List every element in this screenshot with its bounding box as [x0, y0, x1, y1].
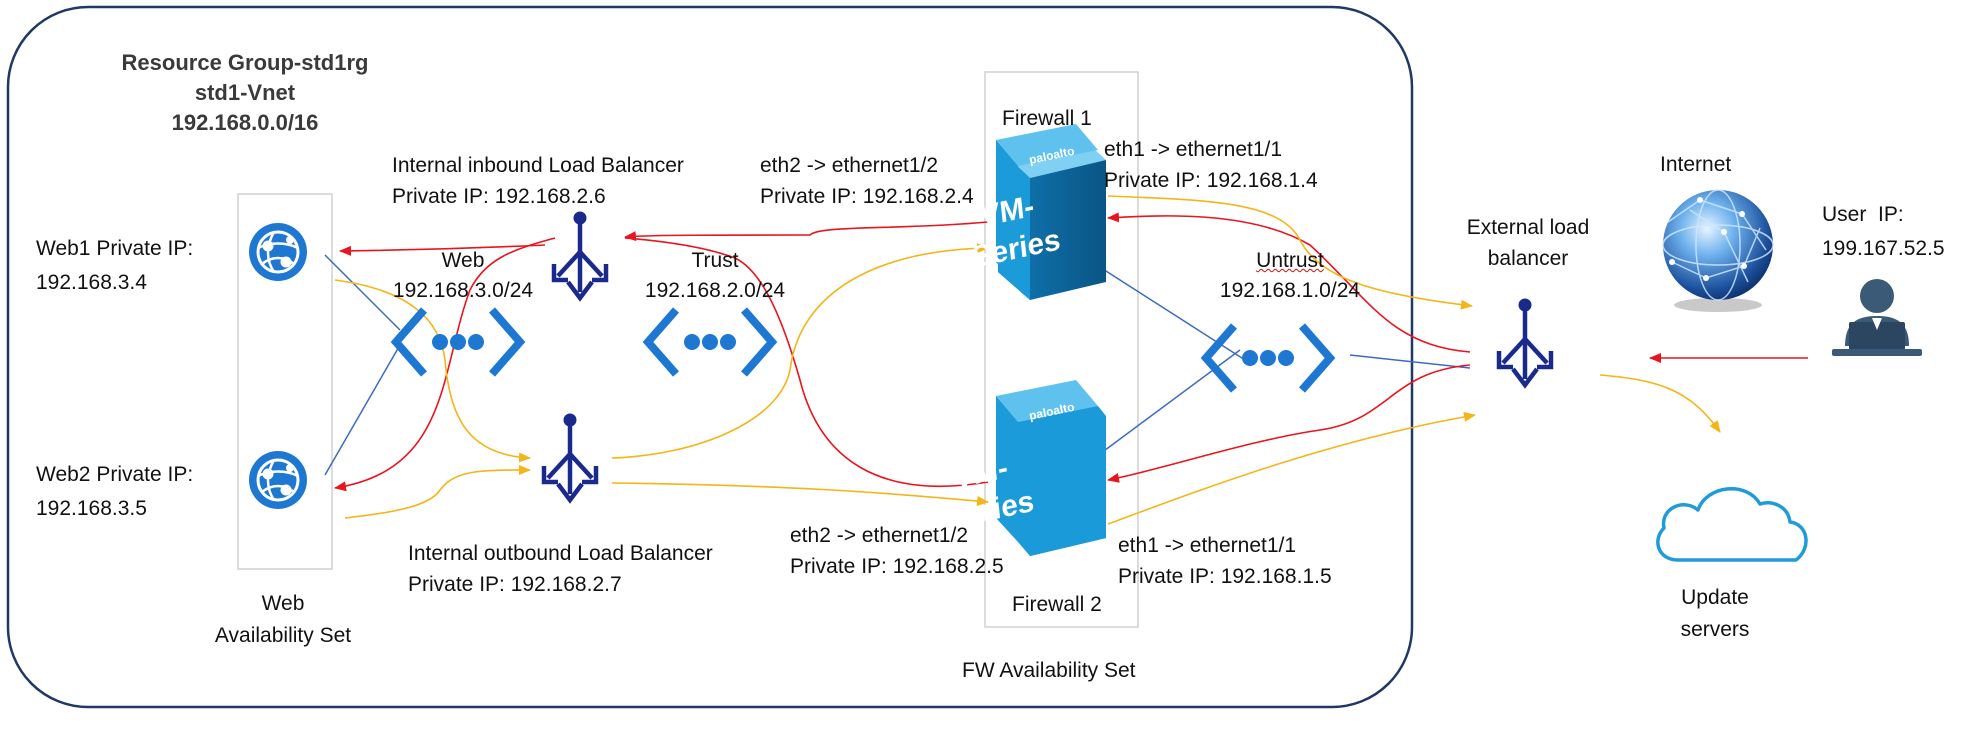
untrust-subnet-label: Untrust 192.168.1.0/24: [1205, 246, 1375, 306]
untrust-name: Untrust: [1256, 249, 1324, 272]
firewall1-title: Firewall 1: [1002, 107, 1092, 130]
internal-inbound-lb-icon: [554, 212, 606, 299]
firewall2-vm-series-icon: paloalto VM- Series: [944, 380, 1106, 556]
trust-subnet-icon: [648, 310, 772, 374]
resource-group-name: Resource Group-std1rg: [121, 50, 369, 75]
external-lb-icon: [1499, 299, 1551, 386]
internet-label: Internet: [1660, 153, 1732, 176]
firewall2-title: Firewall 2: [1012, 593, 1102, 616]
internet-globe-icon: [1662, 189, 1774, 312]
web2-vm-icon: [247, 449, 309, 511]
trust-subnet-label: Trust 192.168.2.0/24: [644, 249, 786, 302]
external-lb-label: External load balancer: [1466, 216, 1590, 270]
fw1-eth1-label: eth1 -> ethernet1/1 Private IP: 192.168.…: [1104, 138, 1318, 192]
outbound-traffic-flows: [334, 195, 1721, 525]
fw-availability-set-box: [984, 71, 1139, 628]
internal-outbound-lb-icon: [544, 414, 596, 501]
web1-vm-icon: [247, 221, 309, 283]
vnet-name: std1-Vnet: [194, 80, 296, 105]
firewall1-vm-series-icon: paloalto VM- Series: [970, 124, 1106, 300]
web1-ip-label: Web1 Private IP: 192.168.3.4: [36, 237, 194, 294]
web-availability-set-box: [237, 193, 333, 570]
web-subnet-icon: [396, 310, 520, 374]
update-servers-label: Update servers: [1680, 586, 1750, 641]
fw2-eth1-label: eth1 -> ethernet1/1 Private IP: 192.168.…: [1118, 534, 1332, 588]
internal-inbound-lb-label: Internal inbound Load Balancer Private I…: [392, 154, 684, 208]
user-ip-label: User IP: 199.167.52.5: [1822, 203, 1945, 260]
untrust-cidr: 192.168.1.0/24: [1219, 279, 1361, 302]
fw2-eth2-label: eth2 -> ethernet1/2 Private IP: 192.168.…: [790, 524, 1004, 578]
web-subnet-label: Web 192.168.3.0/24: [392, 249, 534, 302]
internal-outbound-lb-label: Internal outbound Load Balancer Private …: [408, 542, 713, 596]
inbound-traffic-flows: [334, 212, 1808, 492]
fw-availability-set-label: FW Availability Set: [962, 659, 1136, 682]
user-laptop-icon: [1832, 279, 1922, 356]
untrust-subnet-icon: [1206, 326, 1330, 390]
update-servers-cloud-icon: [1656, 487, 1808, 562]
fw1-eth2-label: eth2 -> ethernet1/2 Private IP: 192.168.…: [760, 154, 974, 208]
web-availability-set-label: Web Availability Set: [214, 592, 352, 647]
web2-ip-label: Web2 Private IP: 192.168.3.5: [36, 463, 194, 520]
vnet-cidr: 192.168.0.0/16: [171, 110, 319, 135]
resource-group-boundary: [6, 5, 1414, 709]
resource-group-label: Resource Group-std1rg std1-Vnet 192.168.…: [100, 48, 390, 138]
